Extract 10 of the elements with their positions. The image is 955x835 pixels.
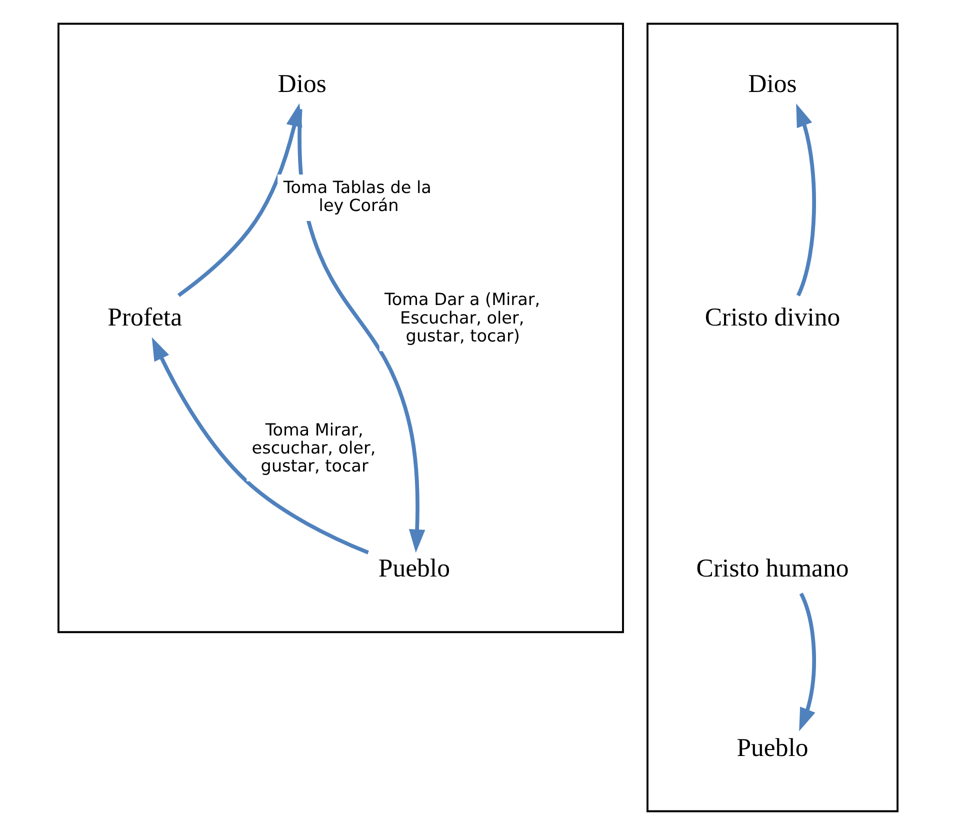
edge-label: Toma Dar a (Mirar, Escuchar, oler, gustar, tocar) bbox=[384, 289, 540, 346]
edge-label: Toma Mirar, escuchar, oler, gustar, tocar bbox=[251, 419, 376, 476]
node-text: Pueblo bbox=[378, 554, 450, 583]
node-text: Pueblo bbox=[736, 732, 808, 762]
node-text: Profeta bbox=[107, 302, 182, 332]
node-text: Cristo humano bbox=[696, 554, 848, 583]
node-text: Dios bbox=[277, 69, 326, 98]
edge-label: Toma Tablas de la ley Corán bbox=[282, 177, 431, 216]
node-text: Dios bbox=[748, 69, 796, 98]
node-text: Cristo divino bbox=[704, 302, 840, 332]
